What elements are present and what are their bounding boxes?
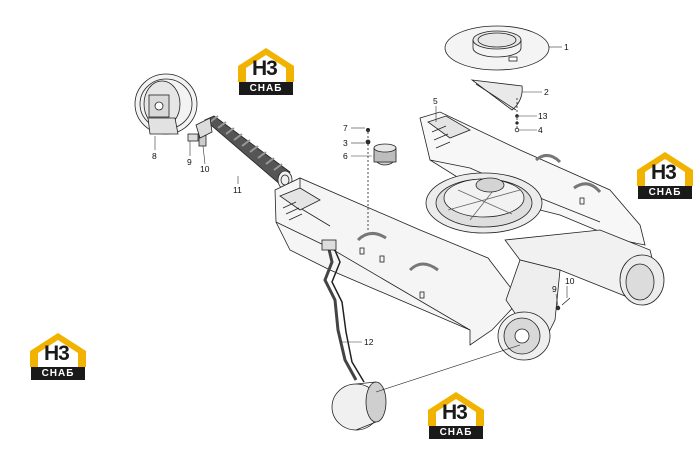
h3-snab-logo-2: H3 СНАБ xyxy=(633,150,697,202)
logo-text-h3: H3 xyxy=(651,161,677,184)
part-12-hose-assembly xyxy=(321,239,521,431)
part-2-cover xyxy=(470,79,523,111)
logo-text-snab: СНАБ xyxy=(31,367,85,380)
callout-3: 3 xyxy=(343,138,348,148)
part-9-10-right-pins xyxy=(555,297,571,311)
callout-7: 7 xyxy=(343,123,348,133)
logo-text-h3: H3 xyxy=(252,57,278,80)
logo-text-snab: СНАБ xyxy=(429,426,483,439)
callout-13: 13 xyxy=(538,111,548,121)
logo-text-h3: H3 xyxy=(44,342,70,365)
house-roof-icon xyxy=(238,48,294,82)
callout-8: 8 xyxy=(152,151,157,161)
house-roof-icon xyxy=(428,392,484,426)
callout-6: 6 xyxy=(343,151,348,161)
callout-5: 5 xyxy=(433,96,438,106)
part-11-recoil-spring xyxy=(195,115,293,190)
h3-snab-logo-3: H3 СНАБ xyxy=(26,331,90,383)
callout-4: 4 xyxy=(538,125,543,135)
logo-text-snab: СНАБ xyxy=(239,82,293,95)
part-6-swivel-joint xyxy=(365,127,397,230)
part-5-frame xyxy=(274,111,665,361)
callout-10-right: 10 xyxy=(565,276,575,286)
callout-11: 11 xyxy=(233,185,242,195)
callout-9-right: 9 xyxy=(552,284,557,294)
logo-text-h3: H3 xyxy=(442,401,468,424)
callout-1: 1 xyxy=(564,42,569,52)
callout-10-left: 10 xyxy=(200,164,210,174)
callout-2: 2 xyxy=(544,87,549,97)
h3-snab-logo-4: H3 СНАБ xyxy=(424,390,488,442)
callout-labels: 1 2 13 4 5 7 3 6 8 9 10 11 12 9 10 xyxy=(152,42,575,347)
house-roof-icon xyxy=(30,333,86,367)
callout-9-left: 9 xyxy=(187,157,192,167)
house-roof-icon xyxy=(637,152,693,186)
part-13-4-fasteners xyxy=(514,98,520,133)
part-8-idler-wheel xyxy=(134,73,198,135)
callout-12: 12 xyxy=(364,337,374,347)
logo-text-snab: СНАБ xyxy=(638,186,692,199)
h3-snab-logo-1: H3 СНАБ xyxy=(234,46,298,98)
part-1-top-plate xyxy=(444,25,550,71)
leader-lines xyxy=(154,46,568,343)
